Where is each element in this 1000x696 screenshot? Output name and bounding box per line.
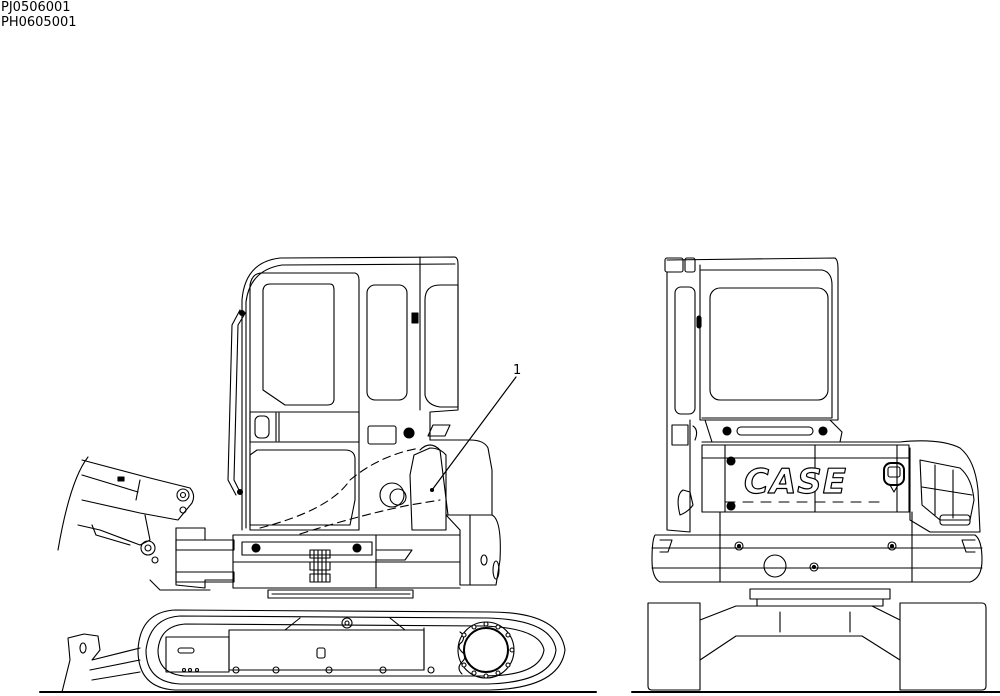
swing-bracket: [175, 527, 234, 541]
rear-fuel-cap: [883, 462, 905, 486]
vent-grille: [309, 549, 331, 583]
rear-swing-bearing: [749, 588, 891, 600]
callout-number: 1: [513, 363, 521, 378]
engine-hood: [429, 439, 493, 516]
door-handle-bar: [249, 411, 360, 443]
drawing-codes: PJ0506001 PH0605001: [1, 0, 77, 30]
drive-motor: [463, 627, 509, 673]
counterweight-rear: [701, 440, 981, 533]
cab-door: [249, 272, 360, 531]
dozer-blade: [61, 633, 141, 693]
rear-work-light: [736, 426, 814, 436]
callout-1: 1: [429, 363, 521, 493]
side-marker-light: [367, 425, 397, 445]
rear-marker-light: [671, 424, 689, 446]
tail-light-cluster: [919, 459, 975, 526]
sprocket: [458, 631, 466, 675]
counterweight-lower: [651, 534, 983, 583]
side-panel-1: [409, 447, 447, 531]
cab-frame: [241, 256, 459, 531]
grab-rail: [227, 309, 241, 496]
track-frame: [228, 629, 425, 671]
boom-assembly: [57, 456, 235, 591]
crawler-track: [137, 609, 566, 691]
track-outer: [137, 609, 566, 691]
drawing-code-secondary: PH0605001: [1, 15, 77, 30]
cab-door-lower-window: [249, 449, 356, 526]
door-handle: [254, 415, 270, 439]
hidden-line-1: [259, 447, 421, 529]
track-left-rear: [647, 602, 701, 691]
fuel-cap: [379, 482, 405, 508]
rear-cab: [666, 257, 839, 421]
hidden-line-2: [299, 499, 441, 535]
counterweight: [445, 514, 501, 586]
carrier-roller: [341, 617, 353, 629]
callout-leader-line: [431, 376, 517, 491]
side-view-excavator: 1: [39, 256, 597, 693]
cab-side-window: [366, 284, 408, 401]
rear-view-excavator: CASE: [631, 257, 1000, 693]
rear-window: [709, 287, 829, 401]
track-frame-front: [165, 636, 230, 673]
case-brand-decal: CASE: [744, 462, 847, 502]
track-right-rear: [899, 602, 987, 691]
drain-plug: [763, 554, 787, 578]
swing-bearing: [267, 589, 414, 599]
cab-door-upper-window: [262, 283, 335, 406]
drawing-code-primary: PJ0506001: [1, 0, 71, 15]
boom: [81, 459, 195, 521]
